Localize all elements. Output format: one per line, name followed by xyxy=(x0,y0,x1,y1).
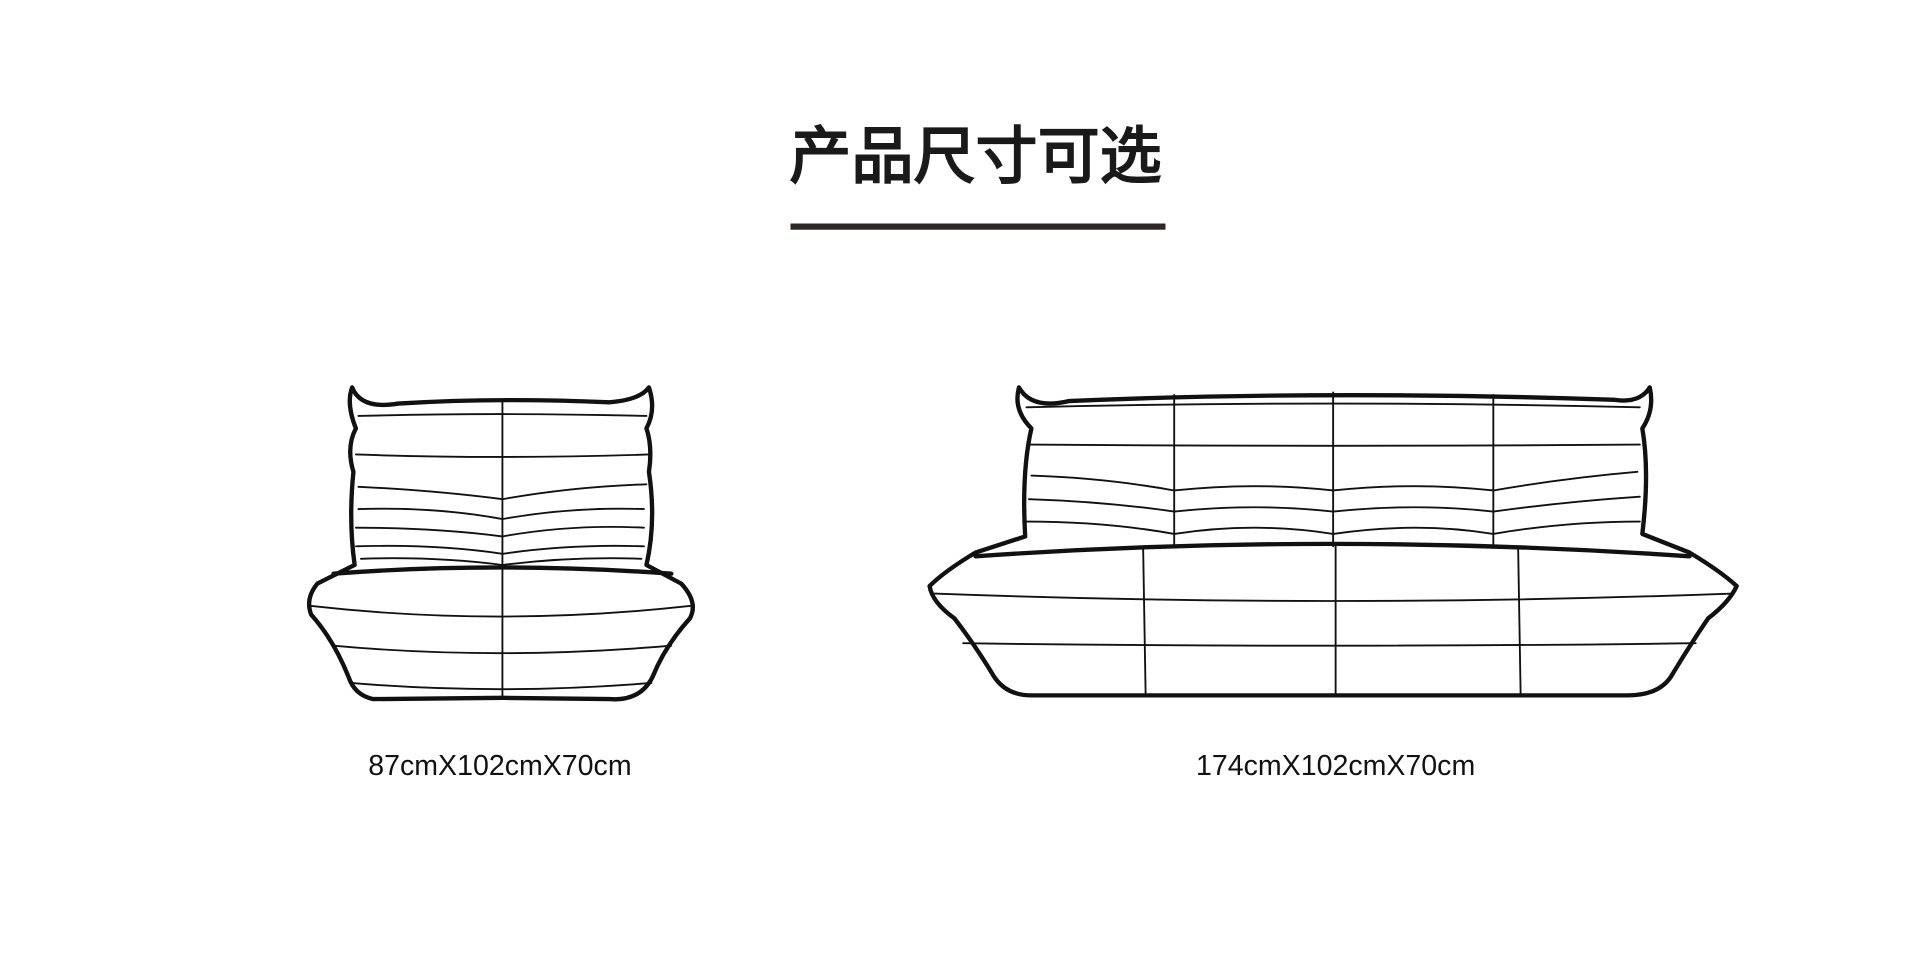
two-seat-dimensions: 174cmX102cmX70cm xyxy=(1196,750,1475,782)
single-seat-drawing xyxy=(306,385,695,702)
two-seat-drawing xyxy=(927,385,1739,698)
single-seat-dimensions: 87cmX102cmX70cm xyxy=(368,750,631,782)
page-title: 产品尺寸可选 xyxy=(789,120,1161,193)
title-underline xyxy=(790,223,1166,230)
